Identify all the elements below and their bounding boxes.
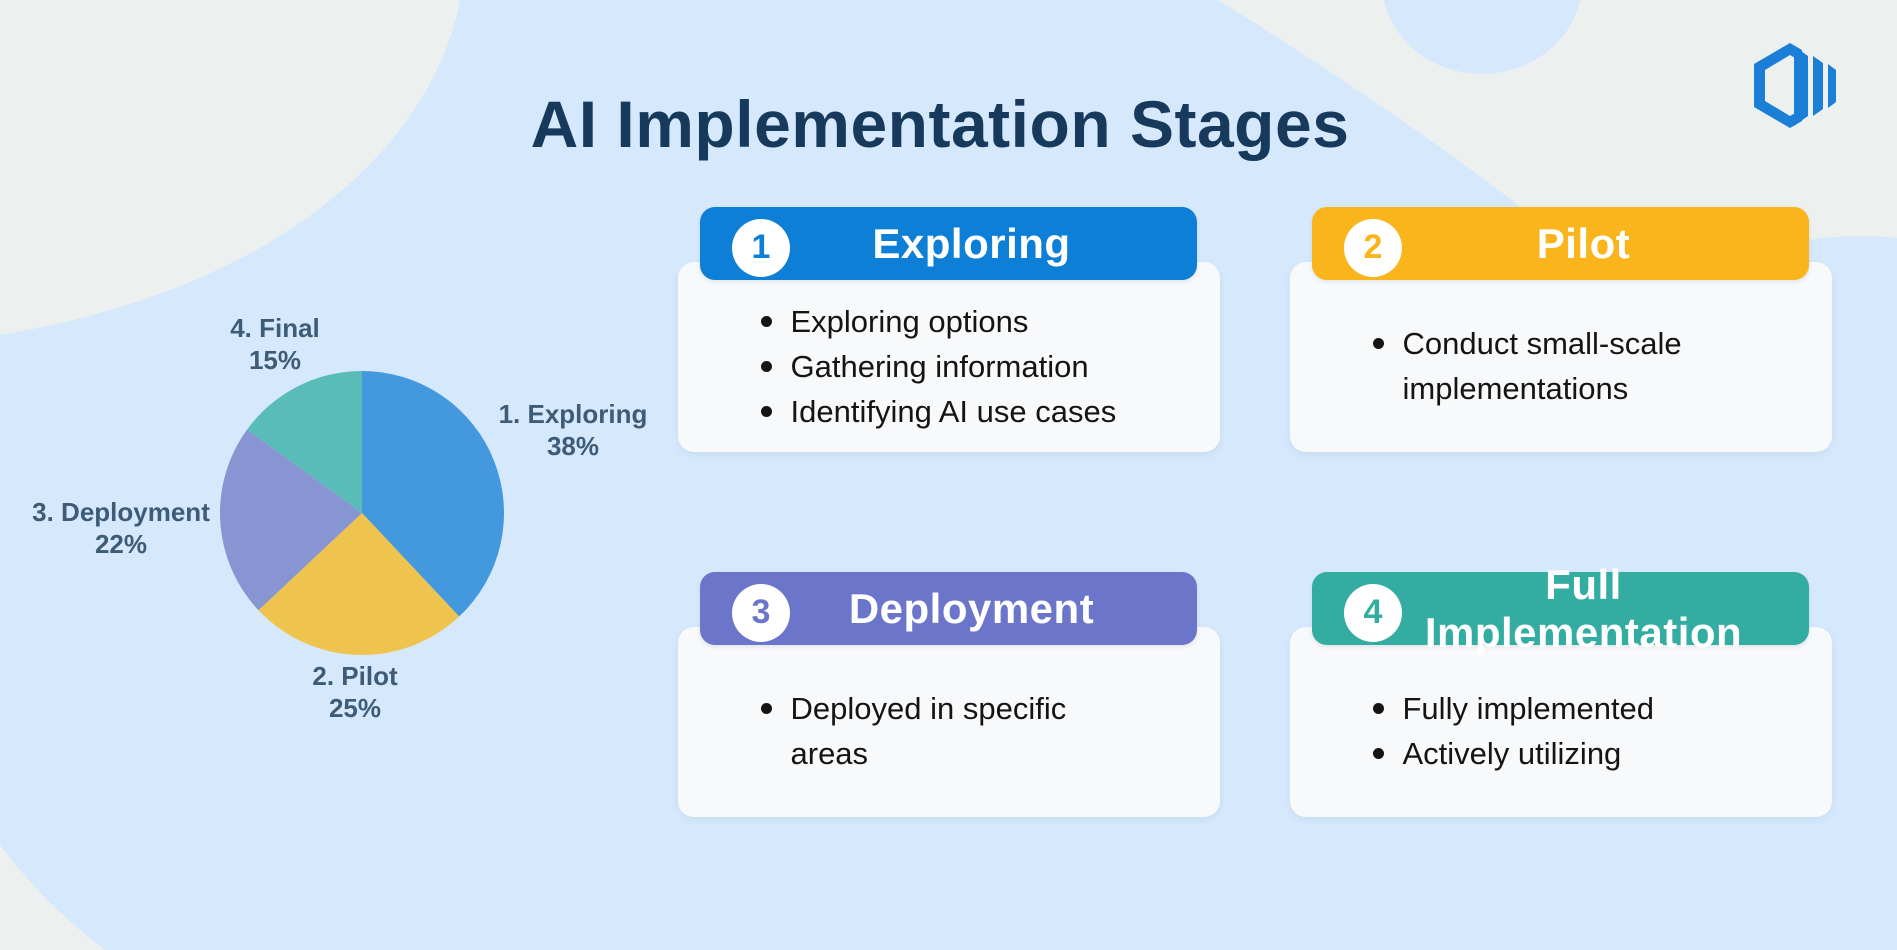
logo-bar-1 [1794, 46, 1808, 126]
stage-number-badge: 4 [1344, 583, 1402, 642]
pie-label-pilot: 2. Pilot 25% [250, 660, 460, 724]
bullet-item: Identifying AI use cases [757, 389, 1142, 434]
pie-label-exploring: 1. Exploring 38% [458, 398, 688, 462]
bullet-list: Deployed in specific areas [757, 686, 1142, 776]
stage-number-badge: 2 [1344, 218, 1402, 277]
logo-bar-2 [1813, 56, 1823, 116]
hexagon-logo-icon [1754, 43, 1836, 128]
stage-title: Full Implementation [1424, 560, 1743, 656]
stage-card-header: 3 Deployment [700, 572, 1197, 645]
stage-card-body: Conduct small-scale implementations [1290, 262, 1832, 452]
pie-label-final: 4. Final 15% [165, 312, 385, 376]
pie-label-name: 4. Final [230, 313, 320, 343]
pie-label-deployment: 3. Deployment 22% [1, 496, 241, 560]
stage-title: Deployment [848, 584, 1095, 632]
stage-card-body: Deployed in specific areas [678, 627, 1220, 817]
bullet-item: Conduct small-scale implementations [1369, 321, 1754, 411]
bullet-item: Actively utilizing [1369, 731, 1754, 776]
bullet-item: Exploring options [757, 299, 1142, 344]
logo-hex-ring [1754, 43, 1802, 128]
pie-chart [219, 371, 505, 656]
stage-title: Pilot [1536, 219, 1631, 267]
pie-label-value: 15% [248, 345, 302, 375]
pie-label-name: 1. Exploring [498, 399, 648, 429]
pie-slice [362, 371, 505, 617]
page-title: AI Implementation Stages [530, 87, 1350, 162]
cloud-blob-top-right [1383, 0, 1581, 74]
stage-number-badge: 3 [732, 583, 790, 642]
bullet-item: Fully implemented [1369, 686, 1754, 731]
stage-card-header: 4 Full Implementation [1312, 561, 1809, 656]
pie-slice [219, 429, 362, 611]
stage-card-header: 2 Pilot [1312, 207, 1809, 280]
bullet-list: Conduct small-scale implementations [1369, 321, 1754, 411]
logo-bar-3 [1828, 64, 1836, 108]
pie-label-name: 2. Pilot [312, 661, 398, 691]
pie-slice [247, 371, 362, 513]
stage-number-badge: 1 [732, 218, 790, 277]
stage-card-header: 1 Exploring [700, 207, 1197, 280]
pie-label-name: 3. Deployment [32, 497, 210, 527]
pie-label-value: 25% [328, 693, 382, 723]
bullet-item: Deployed in specific areas [757, 686, 1142, 776]
pie-slice [258, 513, 460, 656]
stage-title: Exploring [872, 219, 1071, 267]
bullet-item: Gathering information [757, 344, 1142, 389]
pie-label-value: 38% [546, 431, 600, 461]
pie-label-value: 22% [94, 529, 148, 559]
